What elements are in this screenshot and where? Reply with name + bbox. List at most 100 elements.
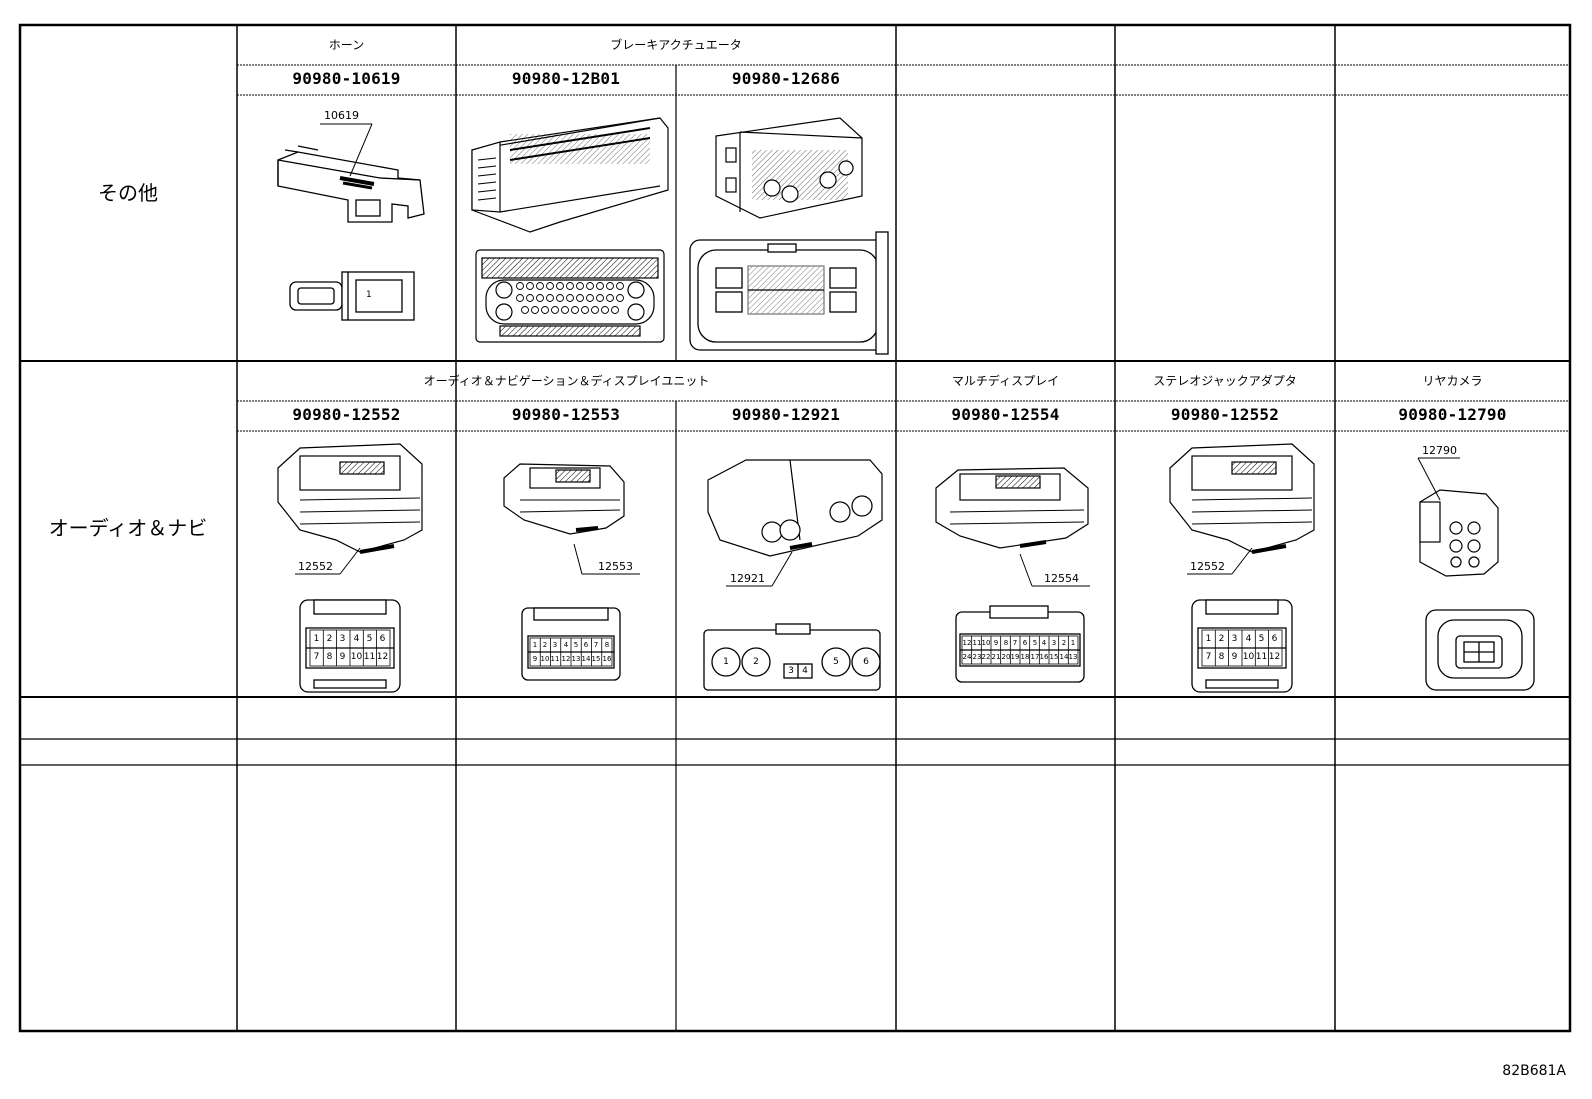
pin-12554-22: 22 (981, 653, 991, 661)
pin-12552b-9: 9 (1231, 652, 1238, 662)
callout-label-12790: 12790 (1422, 444, 1457, 457)
pin-12554-6: 6 (1022, 639, 1028, 647)
pin-12553-9: 9 (532, 655, 538, 663)
pin-12552-3: 3 (339, 634, 346, 644)
pin-12553-12: 12 (561, 655, 571, 663)
pin-12553-14: 14 (581, 655, 591, 663)
pin-12553-15: 15 (591, 655, 601, 663)
pin-12552b-8: 8 (1218, 652, 1225, 662)
callout-10619-leader (320, 123, 373, 177)
part-number-90980-12921: 90980-12921 (731, 405, 841, 424)
group-header-horn: ホーン (328, 38, 365, 52)
pin-12554-11: 11 (972, 639, 982, 647)
callout-12790-leader (1417, 457, 1460, 501)
pin-12921-1: 1 (723, 657, 729, 667)
pin-12554-12: 12 (962, 639, 972, 647)
pin-12553-11: 11 (550, 655, 560, 663)
pin-12554-3: 3 (1051, 639, 1057, 647)
pin-12553-13: 13 (571, 655, 581, 663)
callout-12554-leader (1019, 553, 1090, 587)
pin-12554-17: 17 (1030, 653, 1040, 661)
pin-12552-6: 6 (379, 634, 386, 644)
callout-label-12554: 12554 (1044, 572, 1079, 585)
pin-12552b-1: 1 (1205, 634, 1212, 644)
pin-12552-9: 9 (339, 652, 346, 662)
pin-12552-12: 12 (376, 652, 389, 662)
pin-12554-14: 14 (1059, 653, 1069, 661)
pin-12921-2: 2 (753, 657, 759, 667)
callout-label-12921: 12921 (730, 572, 765, 585)
connector-12686-perspective (715, 117, 863, 219)
connector-12552-perspective (277, 443, 423, 554)
pin-12554-7: 7 (1012, 639, 1018, 647)
pin-12554-23: 23 (972, 653, 982, 661)
connector-12553-perspective (503, 463, 625, 535)
connector-12921-front (703, 623, 881, 691)
part-number-90980-12554: 90980-12554 (951, 405, 1060, 424)
connector-12554-perspective (935, 467, 1089, 549)
pin-12553-16: 16 (602, 655, 612, 663)
connector-12552-perspective-2 (1169, 443, 1315, 554)
pin-12552b-11: 11 (1255, 652, 1268, 662)
pin-12554-16: 16 (1039, 653, 1049, 661)
pin-12554-8: 8 (1003, 639, 1009, 647)
pin-12553-6: 6 (583, 641, 589, 649)
pin-12552-4: 4 (353, 634, 360, 644)
pin-12554-9: 9 (993, 639, 999, 647)
group-header-rear-camera: リヤカメラ (1422, 374, 1483, 388)
connector-12686-front (689, 231, 889, 355)
part-number-90980-12790: 90980-12790 (1398, 405, 1507, 424)
pin-12553-2: 2 (542, 641, 548, 649)
pin-12554-18: 18 (1020, 653, 1030, 661)
category-label-other: その他 (98, 181, 158, 205)
group-header-multi-display: マルチディスプレイ (951, 374, 1060, 388)
callout-label-12552-adapter: 12552 (1190, 560, 1225, 573)
connector-12790-front (1425, 609, 1535, 691)
pin-12921-3: 3 (788, 666, 794, 676)
callout-label-10619: 10619 (324, 109, 359, 122)
pin-12552b-5: 5 (1258, 634, 1265, 644)
part-number-90980-12553: 90980-12553 (511, 405, 621, 424)
pin-12552b-4: 4 (1245, 634, 1252, 644)
pin-12552b-3: 3 (1231, 634, 1238, 644)
callout-12552-leader-2 (1187, 547, 1253, 575)
pin-label-horn: 1 (366, 290, 372, 300)
pin-12552b-7: 7 (1205, 652, 1212, 662)
pin-12552b-2: 2 (1218, 634, 1225, 644)
pin-12554-13: 13 (1068, 653, 1078, 661)
callout-label-12552: 12552 (298, 560, 333, 573)
connector-10619-perspective (277, 145, 425, 223)
group-header-audio-navi-display-unit: オーディオ＆ナビゲーション＆ディスプレイユニット (423, 374, 710, 388)
category-label-audio-navi: オーディオ＆ナビ (48, 516, 208, 540)
pin-12552b-6: 6 (1271, 634, 1278, 644)
pin-12553-3: 3 (552, 641, 558, 649)
pin-12554-2: 2 (1061, 639, 1067, 647)
pin-12552-11: 11 (363, 652, 376, 662)
part-number-90980-12b01: 90980-12B01 (511, 69, 621, 88)
pin-12921-6: 6 (863, 657, 869, 667)
callout-12553-leader (573, 543, 640, 575)
connector-12921-perspective (707, 459, 883, 557)
pin-12552-5: 5 (366, 634, 373, 644)
pin-grids (309, 629, 1283, 667)
drawing-code: 82B681A (1502, 1063, 1566, 1079)
pin-12554-15: 15 (1049, 653, 1059, 661)
part-number-90980-10619: 90980-10619 (292, 69, 401, 88)
pin-12552b-10: 10 (1242, 652, 1255, 662)
part-number-90980-12552-adapter: 90980-12552 (1170, 405, 1280, 424)
pin-12552-8: 8 (326, 652, 333, 662)
pin-12554-24: 24 (962, 653, 972, 661)
pin-12552-1: 1 (313, 634, 320, 644)
callout-label-12553: 12553 (598, 560, 633, 573)
pin-12554-19: 19 (1010, 653, 1020, 661)
pin-12921-5: 5 (833, 657, 839, 667)
pin-12921-4: 4 (802, 666, 808, 676)
callout-12552-leader (295, 547, 361, 575)
callout-12921-leader (726, 551, 793, 587)
pin-12552-7: 7 (313, 652, 320, 662)
connector-12790-perspective (1419, 489, 1499, 577)
pin-12553-1: 1 (532, 641, 538, 649)
pin-12553-5: 5 (573, 641, 579, 649)
pin-12554-21: 21 (991, 653, 1001, 661)
